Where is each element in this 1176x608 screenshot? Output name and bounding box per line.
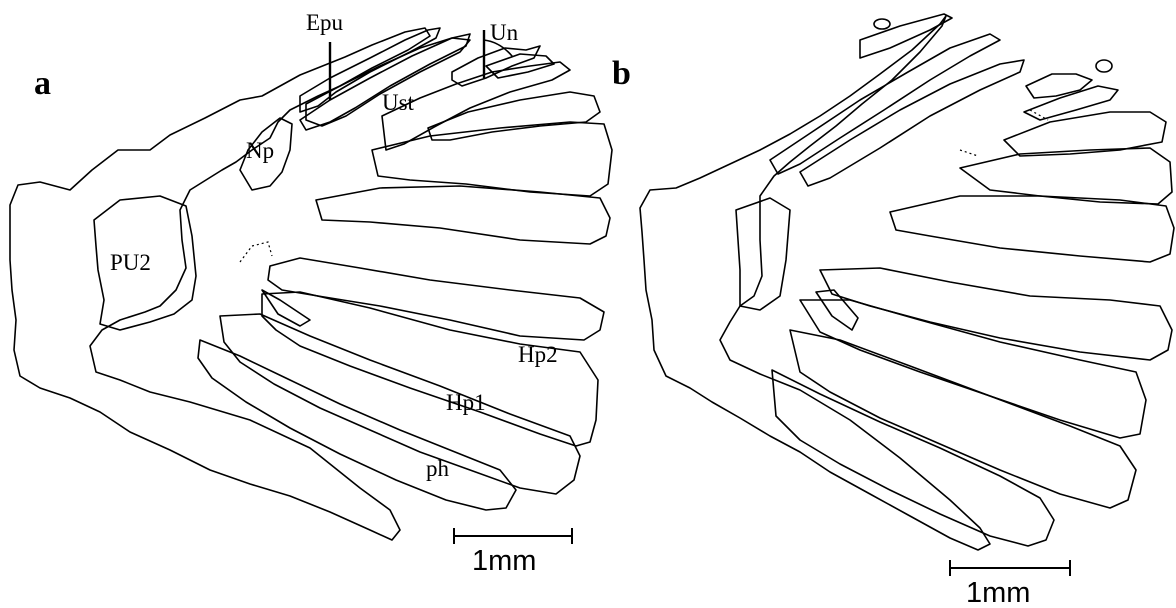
centrum-b	[736, 198, 790, 310]
label-pu2: PU2	[110, 250, 151, 275]
hypural-2	[262, 292, 598, 446]
hypural-lower-b-3	[820, 268, 1172, 360]
hypural-1-b	[790, 330, 1136, 508]
label-un: Un	[490, 20, 519, 45]
epural-strip-b-3	[800, 60, 1024, 186]
label-np: Np	[246, 138, 274, 163]
scale-bar-a: 1mm	[454, 528, 572, 577]
fragment-b-round	[1096, 60, 1112, 72]
uroneural-b-small	[1024, 86, 1118, 120]
hypural-2-b	[800, 300, 1146, 438]
epural-strip-2	[300, 34, 470, 130]
dotted-outline-a	[240, 242, 272, 262]
label-ust: Ust	[382, 90, 415, 115]
scale-bar-a-label: 1mm	[472, 545, 536, 577]
hypural-upper-3	[316, 186, 610, 244]
scale-bar-b-label: 1mm	[966, 577, 1030, 608]
label-hp1: Hp1	[446, 390, 486, 415]
uroneural-small	[486, 54, 554, 78]
hypural-upper-b-3	[890, 196, 1174, 262]
urostyle-body-outline	[10, 28, 430, 540]
panel-b-letter: b	[612, 55, 631, 92]
epural-strip-b-1	[860, 14, 952, 58]
panel-b-drawing	[640, 14, 1174, 550]
label-ph: ph	[426, 456, 450, 481]
hypural-upper-b-1	[1004, 112, 1166, 156]
dotted-outline-b-2	[960, 150, 978, 156]
hypural-upper-2	[372, 122, 612, 196]
hypural-lower-3	[268, 258, 604, 340]
uroneural-b	[1026, 74, 1092, 98]
parhypural-b	[772, 370, 1054, 546]
scale-bar-b: 1mm	[950, 560, 1070, 608]
label-hp2: Hp2	[518, 342, 558, 367]
hypural-fragment	[262, 290, 310, 326]
epural-strip-b-2	[770, 34, 1000, 174]
label-epu: Epu	[306, 10, 344, 35]
panel-a-drawing	[10, 28, 612, 540]
panel-a-letter: a	[34, 65, 51, 102]
hypural-1	[220, 314, 580, 494]
fragment-b-top	[874, 19, 890, 29]
urostyle-body-outline-b	[640, 16, 990, 550]
